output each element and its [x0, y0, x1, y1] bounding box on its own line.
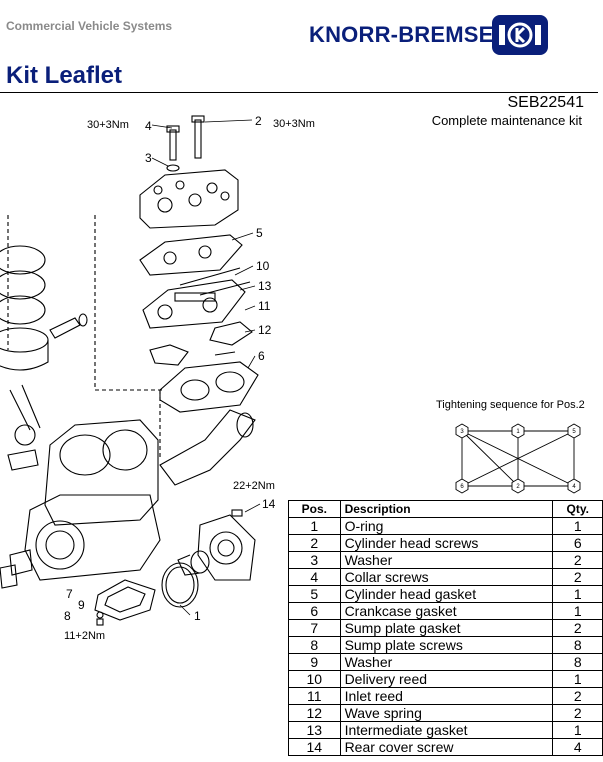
- cell-description: Delivery reed: [339, 670, 554, 688]
- header-qty: Qty.: [552, 500, 603, 518]
- cell-description: O-ring: [339, 517, 554, 535]
- cell-pos: 7: [288, 619, 341, 637]
- header-divider: [0, 92, 598, 93]
- cell-qty: 2: [552, 551, 603, 569]
- exploded-view-drawing: 2 4 3 5 10 13 11 12 6 14 1 7 9 8: [0, 114, 276, 626]
- cell-description: Washer: [339, 551, 554, 569]
- tightening-sequence-diagram: 3 1 5 6 2 4: [455, 423, 581, 494]
- cell-qty: 1: [552, 517, 603, 535]
- cell-pos: 5: [288, 585, 341, 603]
- cell-pos: 4: [288, 568, 341, 586]
- callout-14: 14: [262, 497, 276, 511]
- cell-qty: 2: [552, 687, 603, 705]
- cell-pos: 12: [288, 704, 341, 722]
- bolt-label: 2: [516, 484, 520, 490]
- torque-rear-cover: 22+2Nm: [233, 480, 275, 492]
- bolt-label: 4: [572, 484, 576, 490]
- cell-pos: 9: [288, 653, 341, 671]
- cell-pos: 6: [288, 602, 341, 620]
- cell-description: Sump plate gasket: [339, 619, 554, 637]
- torque-sump-screws: 11+2Nm: [64, 630, 106, 642]
- cell-qty: 2: [552, 568, 603, 586]
- cell-pos: 11: [288, 687, 341, 705]
- callout-8: 8: [64, 609, 71, 623]
- cell-qty: 2: [552, 704, 603, 722]
- bolt-label: 5: [572, 429, 576, 435]
- cell-description: Inlet reed: [339, 687, 554, 705]
- bolt-label: 6: [460, 484, 464, 490]
- cell-pos: 13: [288, 721, 341, 739]
- callout-4: 4: [145, 119, 152, 133]
- callout-7: 7: [66, 587, 73, 601]
- cell-qty: 1: [552, 670, 603, 688]
- cell-pos: 1: [288, 517, 341, 535]
- callout-9: 9: [78, 598, 85, 612]
- cell-description: Intermediate gasket: [339, 721, 554, 739]
- callout-11: 11: [258, 299, 271, 313]
- cell-pos: 2: [288, 534, 341, 552]
- callout-1: 1: [194, 609, 201, 623]
- cell-qty: 8: [552, 653, 603, 671]
- tightening-sequence-label: Tightening sequence for Pos.2: [436, 399, 585, 411]
- callout-5: 5: [256, 226, 263, 240]
- cell-description: Rear cover screw: [339, 738, 554, 756]
- callout-10: 10: [256, 259, 270, 273]
- cell-qty: 4: [552, 738, 603, 756]
- kit-code: SEB22541: [507, 94, 584, 111]
- cell-pos: 10: [288, 670, 341, 688]
- cell-pos: 8: [288, 636, 341, 654]
- header-description: Description: [339, 500, 554, 518]
- brand-name: KNORR-BREMSE: [309, 22, 494, 47]
- cell-qty: 8: [552, 636, 603, 654]
- cell-description: Collar screws: [339, 568, 554, 586]
- bolt-label: 3: [460, 429, 464, 435]
- cell-qty: 1: [552, 602, 603, 620]
- torque-cylinder-head-screws: 30+3Nm: [273, 118, 315, 130]
- cell-description: Wave spring: [339, 704, 554, 722]
- header-pos: Pos.: [288, 500, 341, 518]
- cell-qty: 1: [552, 585, 603, 603]
- section-label: Commercial Vehicle Systems: [6, 19, 173, 33]
- cell-description: Cylinder head gasket: [339, 585, 554, 603]
- cell-pos: 14: [288, 738, 341, 756]
- cell-description: Sump plate screws: [339, 636, 554, 654]
- brand-logo: [492, 15, 548, 55]
- cell-qty: 2: [552, 619, 603, 637]
- cell-description: Crankcase gasket: [339, 602, 554, 620]
- callout-3: 3: [145, 151, 152, 165]
- torque-collar-screws: 30+3Nm: [87, 119, 129, 131]
- page-title: Kit Leaflet: [6, 62, 123, 89]
- table-header-row: Pos. Description Qty.: [288, 500, 603, 518]
- callout-6: 6: [258, 349, 265, 363]
- callout-13: 13: [258, 279, 272, 293]
- cell-qty: 1: [552, 721, 603, 739]
- callout-12: 12: [258, 323, 272, 337]
- kit-description: Complete maintenance kit: [431, 113, 582, 128]
- callout-2: 2: [255, 114, 262, 128]
- cell-description: Cylinder head screws: [339, 534, 554, 552]
- cell-description: Washer: [339, 653, 554, 671]
- cell-qty: 6: [552, 534, 603, 552]
- bolt-label: 1: [516, 429, 520, 435]
- cell-pos: 3: [288, 551, 341, 569]
